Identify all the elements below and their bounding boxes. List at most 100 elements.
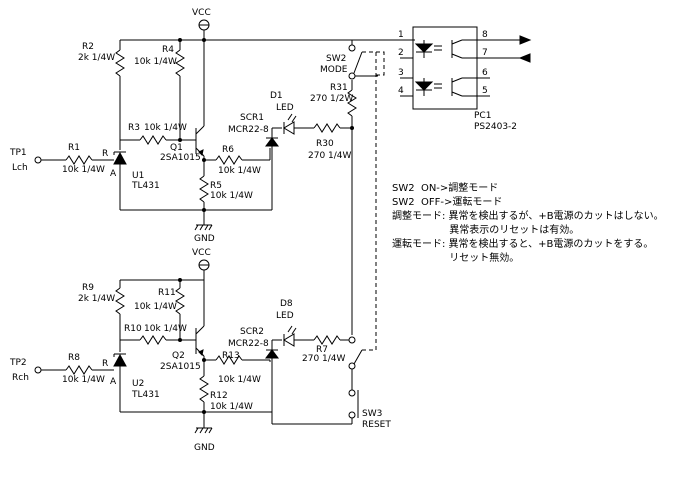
u2-label: U2	[132, 379, 144, 389]
r2-value: 2k 1/4W	[78, 53, 115, 63]
ground-symbol-bottom	[194, 427, 213, 434]
d8-type: LED	[276, 311, 294, 321]
resistor-r6	[215, 155, 243, 165]
led-d1	[283, 113, 297, 135]
d1-label: D1	[270, 91, 283, 101]
r7-label: R7	[316, 345, 328, 355]
r10-label: R10	[124, 324, 142, 334]
resistor-r7	[313, 335, 341, 345]
scr2-part: MCR22-8	[228, 339, 269, 349]
u1-pin-a: A	[110, 169, 117, 179]
r13-value: 10k 1/4W	[218, 375, 261, 385]
r9-value: 2k 1/4W	[78, 294, 115, 304]
q2-label: Q2	[172, 351, 185, 361]
vcc-symbol-top: VCC	[192, 8, 211, 40]
pc1-pin-5: 5	[482, 86, 488, 96]
resistor-r11	[175, 287, 185, 315]
r7-value: 270 1/4W	[302, 354, 346, 364]
r4-label: R4	[162, 45, 174, 55]
tp1-label: TP1	[9, 148, 27, 158]
note-line-2: SW2 OFF->運転モード	[392, 197, 503, 208]
scr1-label: SCR1	[240, 113, 264, 123]
r8-label: R8	[68, 353, 80, 363]
top-channel: VCC R2 2k 1/4W R4 10k 1/4W R3 10k 1/4W	[9, 8, 415, 351]
shunt-regulator-u2	[113, 340, 127, 412]
r10-value: 10k 1/4W	[144, 324, 187, 334]
r31-label: R31	[330, 83, 348, 93]
r3-label: R3	[128, 123, 140, 133]
vcc-label-top: VCC	[192, 8, 211, 18]
sw3-name: RESET	[362, 420, 391, 430]
resistor-r9	[115, 287, 125, 315]
note-line-3: 調整モード: 異常を検出するが、+B電源のカットはしない。	[392, 211, 664, 222]
switch-sw2	[348, 40, 363, 80]
resistor-r13	[215, 355, 243, 365]
sw2-name: MODE	[320, 65, 348, 75]
arrow-left-icon	[518, 53, 531, 63]
u1-pin-r: R	[102, 149, 108, 159]
pc1-label: PC1	[474, 111, 491, 121]
r8-value: 10k 1/4W	[62, 375, 105, 385]
note-line-1: SW2 ON->調整モード	[392, 183, 499, 194]
transistor-q2	[195, 280, 205, 368]
scr-scr1	[265, 128, 279, 210]
r6-value: 10k 1/4W	[218, 166, 261, 176]
resistor-r12	[199, 375, 209, 403]
u2-pin-r: R	[102, 359, 108, 369]
u1-label: U1	[132, 171, 144, 181]
switch-sw3	[348, 389, 359, 424]
resistor-r8	[65, 365, 93, 375]
sw2-label: SW2	[326, 54, 346, 64]
pc1-pin-8: 8	[482, 30, 488, 40]
tp2-channel: Rch	[12, 373, 29, 383]
pc1-pin-1: 1	[398, 30, 404, 40]
u2-part: TL431	[131, 390, 160, 400]
resistor-r31	[347, 89, 357, 117]
r30-label: R30	[316, 139, 334, 149]
r11-label: R11	[158, 288, 176, 298]
photocoupler-pc1	[400, 26, 532, 110]
d8-label: D8	[280, 299, 293, 309]
r2-label: R2	[82, 42, 94, 52]
r5-label: R5	[210, 181, 222, 191]
resistor-r5	[199, 175, 209, 203]
bottom-channel: VCC R9 2k 1/4W R11 10k 1/4W R10 10k 1/4W	[9, 248, 391, 453]
gnd-label-bottom: GND	[194, 443, 215, 453]
resistor-r30	[313, 123, 341, 133]
resistor-r10	[139, 335, 167, 345]
r12-value: 10k 1/4W	[210, 402, 253, 412]
q1-part: 2SA1015	[160, 153, 201, 163]
r11-value: 10k 1/4W	[134, 302, 177, 312]
sw3-label: SW3	[362, 409, 382, 419]
note-line-6: リセット無効。	[392, 253, 520, 264]
scr-scr2	[265, 340, 279, 412]
pc1-pin-4: 4	[398, 86, 404, 96]
resistor-r1	[65, 155, 93, 165]
vcc-label-bottom: VCC	[192, 248, 211, 258]
transistor-q1	[195, 40, 205, 170]
pc1-part: PS2403-2	[474, 122, 517, 132]
led-d8	[283, 325, 297, 347]
note-line-5: 運転モード: 異常を検出すると、+B電源のカットをする。	[392, 239, 654, 250]
r6-label: R6	[222, 145, 234, 155]
r4-value: 10k 1/4W	[134, 57, 177, 67]
resistor-r3	[139, 135, 167, 145]
u2-pin-a: A	[110, 377, 117, 387]
scr2-label: SCR2	[240, 327, 264, 337]
tp1-channel: Lch	[12, 163, 28, 173]
gnd-label-top: GND	[194, 234, 215, 244]
r1-label: R1	[68, 143, 80, 153]
arrow-right-icon	[519, 35, 532, 45]
pc1-pin-7: 7	[482, 48, 488, 58]
pc1-pin-6: 6	[482, 68, 488, 78]
r31-value: 270 1/2W	[310, 94, 354, 104]
q2-part: 2SA1015	[160, 362, 201, 372]
pc1-pin-2: 2	[398, 48, 404, 58]
r30-value: 270 1/4W	[308, 151, 352, 161]
r12-label: R12	[210, 391, 228, 401]
shunt-regulator-u1	[113, 140, 127, 210]
u1-part: TL431	[131, 181, 160, 191]
r3-value: 10k 1/4W	[144, 123, 187, 133]
ground-symbol-top	[194, 224, 213, 231]
